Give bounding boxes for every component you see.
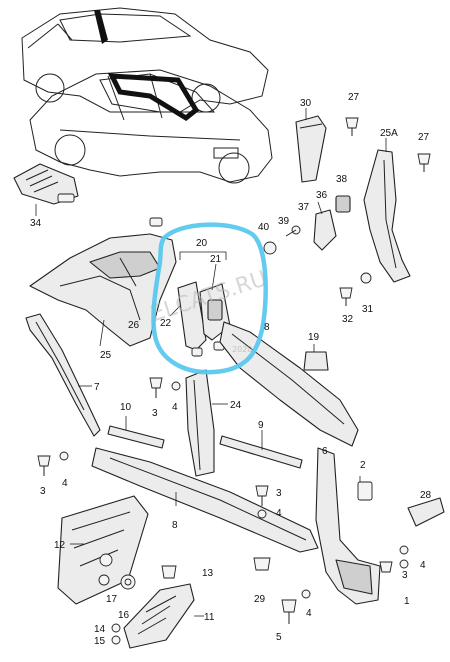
label-38: 38 [336, 174, 348, 185]
label-4-c: 4 [276, 508, 282, 519]
wagon-pillar-mark [94, 10, 108, 44]
label-4-a: 4 [172, 402, 178, 413]
label-37: 37 [298, 202, 310, 213]
part-11-trim [123, 583, 204, 649]
part-labels: 30 27 25A 27 38 36 37 39 40 31 32 34 20 … [30, 92, 432, 647]
label-3-c: 3 [276, 488, 282, 499]
label-36: 36 [316, 190, 328, 201]
label-19: 19 [308, 332, 320, 343]
label-3-d: 3 [402, 570, 408, 581]
label-20: 20 [196, 238, 208, 249]
part-12-panel [57, 495, 149, 605]
part-30-tube [295, 108, 327, 183]
label-15: 15 [94, 636, 106, 647]
label-3-b: 3 [40, 486, 46, 497]
part-8-rear-trim [219, 321, 359, 447]
part-25a-trim [363, 138, 411, 283]
parts-31-32 [339, 272, 372, 306]
label-6: 6 [322, 446, 328, 457]
label-29: 29 [254, 594, 266, 605]
label-2: 2 [360, 460, 366, 471]
part-20-group [169, 251, 231, 357]
label-24: 24 [230, 400, 242, 411]
label-26: 26 [128, 320, 140, 331]
part-9-strip [219, 430, 303, 469]
car-illustration-sedan [29, 69, 273, 184]
label-30: 30 [300, 98, 312, 109]
part-1-rear-panel [315, 447, 445, 605]
label-7: 7 [94, 382, 100, 393]
label-25a: 25A [380, 128, 398, 139]
label-40: 40 [258, 222, 270, 233]
label-5: 5 [276, 632, 282, 643]
highlight-outline [151, 222, 268, 375]
label-11: 11 [204, 612, 215, 623]
label-34: 34 [30, 218, 42, 229]
label-4-b: 4 [62, 478, 68, 489]
label-13: 13 [202, 568, 214, 579]
label-22: 22 [160, 318, 172, 329]
label-12: 12 [54, 540, 66, 551]
part-34-trim [13, 163, 79, 216]
label-1: 1 [404, 596, 410, 607]
label-4-e: 4 [306, 608, 312, 619]
parts-36-40-clips [263, 195, 351, 255]
label-21: 21 [210, 254, 222, 265]
part-27-screws [345, 117, 431, 172]
part-19-clip [303, 344, 329, 371]
label-39: 39 [278, 216, 290, 227]
label-9: 9 [258, 420, 264, 431]
label-3-a: 3 [152, 408, 158, 419]
label-4-d: 4 [420, 560, 426, 571]
sedan-pillar-mark [107, 73, 200, 122]
label-32: 32 [342, 314, 354, 325]
label-31: 31 [362, 304, 374, 315]
part-24-pillar [185, 369, 228, 477]
label-10: 10 [120, 402, 132, 413]
label-25: 25 [100, 350, 112, 361]
label-8-b: 8 [172, 520, 178, 531]
label-8-a: 8 [264, 322, 270, 333]
part-7-pillar-trim [25, 313, 101, 437]
label-16: 16 [118, 610, 130, 621]
label-27-a: 27 [348, 92, 360, 103]
label-27-b: 27 [418, 132, 430, 143]
label-14: 14 [94, 624, 106, 635]
fasteners [37, 377, 409, 645]
label-28: 28 [420, 490, 432, 501]
label-17: 17 [106, 594, 118, 605]
part-8-sill-trim [91, 447, 319, 553]
watermark-year: 2020 [232, 345, 252, 354]
part-10-strip [107, 416, 165, 449]
part-25-26-trim [29, 217, 177, 347]
